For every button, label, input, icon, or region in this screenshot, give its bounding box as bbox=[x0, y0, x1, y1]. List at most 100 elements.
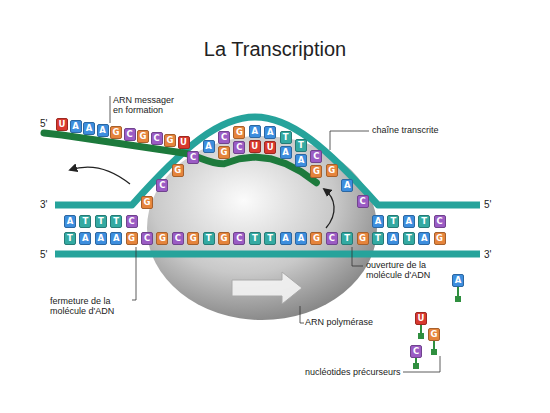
nucleotide: T bbox=[341, 232, 353, 245]
annotation-label: fermeture de la molécule d'ADN bbox=[50, 296, 130, 317]
nucleotide: A bbox=[203, 140, 215, 153]
base-letter: A bbox=[250, 126, 260, 137]
nucleotide: T bbox=[403, 232, 415, 245]
base-letter: T bbox=[296, 140, 306, 151]
base-letter: T bbox=[204, 233, 214, 244]
nucleotide: U bbox=[264, 141, 276, 154]
base-letter: C bbox=[157, 180, 167, 191]
nucleotide: T bbox=[295, 139, 307, 152]
base-letter: G bbox=[111, 127, 121, 138]
leader-line bbox=[132, 247, 136, 300]
nucleotide: G bbox=[187, 232, 199, 245]
nucleotide: G bbox=[233, 126, 245, 139]
base-letter: T bbox=[388, 216, 398, 227]
nucleotide: A bbox=[418, 232, 430, 245]
base-letter: T bbox=[342, 233, 352, 244]
nucleotide: C bbox=[172, 232, 184, 245]
base-letter: C bbox=[234, 142, 244, 153]
nucleotide: G bbox=[172, 164, 184, 177]
nucleotide: T bbox=[280, 131, 292, 144]
base-letter: C bbox=[127, 216, 137, 227]
base-letter: C bbox=[219, 132, 229, 143]
base-letter: A bbox=[296, 155, 306, 166]
base-letter: T bbox=[419, 216, 429, 227]
base-letter: G bbox=[188, 233, 198, 244]
base-letter: T bbox=[250, 233, 260, 244]
nucleotide: G bbox=[141, 196, 153, 209]
base-letter: A bbox=[388, 233, 398, 244]
nucleotide: C bbox=[233, 232, 245, 245]
nucleotide-stem bbox=[431, 349, 437, 355]
leader-line bbox=[110, 96, 111, 123]
nucleotide: U bbox=[178, 136, 190, 149]
base-letter: C bbox=[234, 233, 244, 244]
nucleotide-stem bbox=[413, 363, 419, 369]
base-letter: G bbox=[429, 329, 439, 340]
base-letter: A bbox=[296, 233, 306, 244]
nucleotide: U bbox=[56, 118, 68, 131]
direction-arrow bbox=[232, 272, 302, 304]
nucleotide: A bbox=[295, 232, 307, 245]
nucleotide: T bbox=[387, 215, 399, 228]
nucleotide: C bbox=[126, 215, 138, 228]
base-letter: G bbox=[311, 166, 321, 177]
nucleotide: T bbox=[79, 215, 91, 228]
nucleotide: A bbox=[70, 120, 82, 133]
base-letter: G bbox=[219, 147, 229, 158]
base-letter: G bbox=[157, 233, 167, 244]
base-letter: T bbox=[65, 233, 75, 244]
opening-arrow bbox=[324, 189, 334, 228]
base-letter: U bbox=[57, 119, 67, 130]
base-letter: A bbox=[80, 233, 90, 244]
base-letter: U bbox=[416, 313, 426, 324]
base-letter: G bbox=[142, 197, 152, 208]
nucleotide: A bbox=[295, 154, 307, 167]
nucleotide: C bbox=[310, 150, 322, 163]
nucleotide: C bbox=[357, 195, 369, 208]
base-letter: C bbox=[327, 233, 337, 244]
nucleotide: A bbox=[280, 146, 292, 159]
base-letter: G bbox=[358, 233, 368, 244]
base-letter: C bbox=[411, 346, 421, 357]
base-letter: T bbox=[404, 233, 414, 244]
nucleotide: U bbox=[249, 140, 261, 153]
nucleotide: C bbox=[218, 131, 230, 144]
nucleotide: T bbox=[110, 215, 122, 228]
base-letter: A bbox=[404, 216, 414, 227]
annotation-label: ARN polymérase bbox=[305, 317, 373, 327]
leader-line bbox=[300, 306, 304, 323]
base-letter: G bbox=[327, 165, 337, 176]
nucleotide: A bbox=[264, 126, 276, 139]
base-letter: T bbox=[265, 233, 275, 244]
base-letter: U bbox=[179, 137, 189, 148]
base-letter: A bbox=[111, 233, 121, 244]
nucleotide-stem bbox=[418, 333, 424, 339]
base-letter: G bbox=[165, 135, 175, 146]
base-letter: U bbox=[265, 142, 275, 153]
nucleotide: C bbox=[141, 232, 153, 245]
nucleotide: A bbox=[387, 232, 399, 245]
nucleotide: C bbox=[156, 179, 168, 192]
base-letter: A bbox=[265, 127, 275, 138]
nucleotide: G bbox=[137, 130, 149, 143]
nucleotide: T bbox=[95, 215, 107, 228]
base-letter: A bbox=[419, 233, 429, 244]
strand-end-label: 5' bbox=[484, 199, 491, 211]
annotation-label: ARN messager en formation bbox=[113, 95, 179, 116]
base-letter: A bbox=[96, 233, 106, 244]
nucleotide: C bbox=[233, 141, 245, 154]
base-letter: A bbox=[65, 216, 75, 227]
base-letter: A bbox=[98, 125, 108, 136]
nucleotide: A bbox=[95, 232, 107, 245]
nucleotide: G bbox=[218, 232, 230, 245]
base-letter: C bbox=[152, 133, 162, 144]
diagram-title: La Transcription bbox=[0, 38, 550, 61]
base-letter: G bbox=[127, 233, 137, 244]
base-letter: T bbox=[80, 216, 90, 227]
base-letter: A bbox=[281, 147, 291, 158]
nucleotide-stem bbox=[433, 341, 435, 350]
base-letter: C bbox=[142, 233, 152, 244]
